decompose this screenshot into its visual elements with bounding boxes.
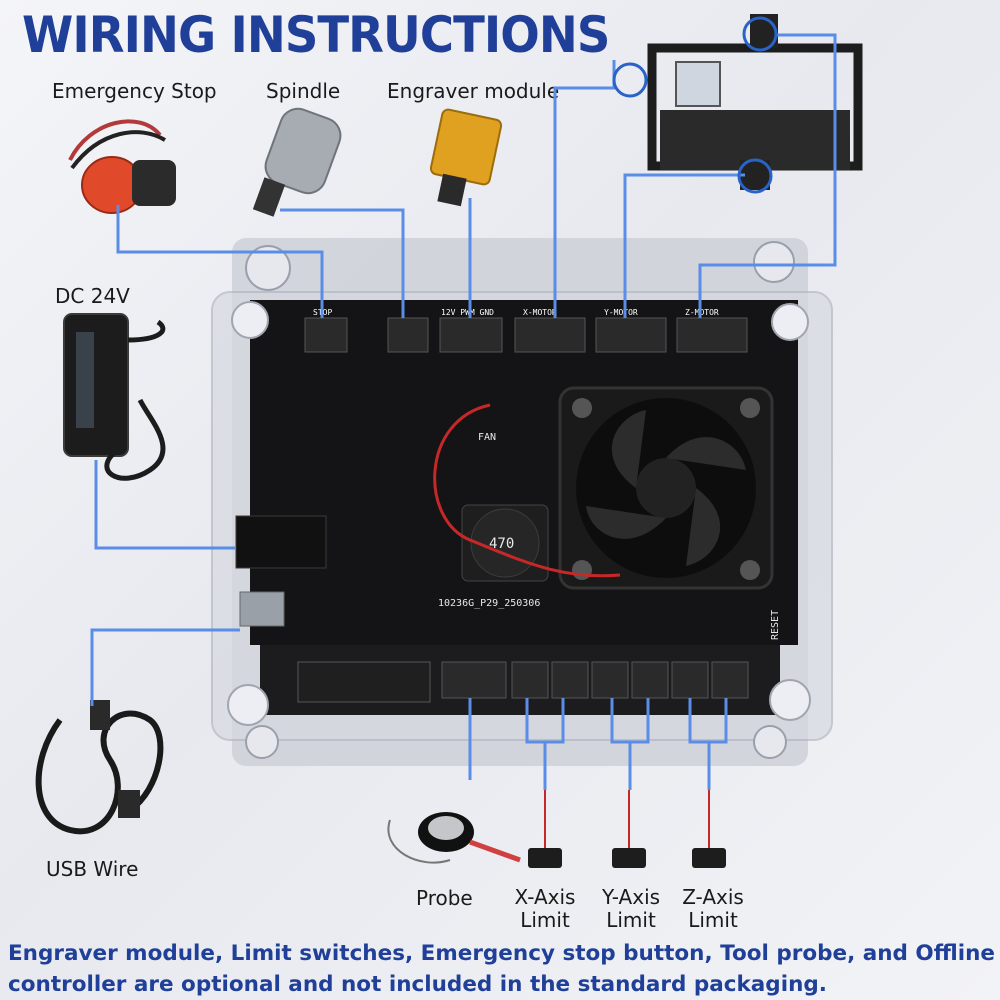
z-motor-highlight (742, 16, 778, 52)
reset-label: RESET (770, 610, 781, 640)
x-motor-highlight (612, 62, 648, 98)
z-axis-limit-label: Z-Axis Limit (682, 885, 744, 932)
board-id-label: 10236G_P29_250306 (438, 598, 540, 609)
probe-image (387, 812, 521, 864)
engraver-module-image (429, 108, 503, 207)
spindle-label: Spindle (266, 79, 341, 103)
laser-connector-label: 12V PWM GND (441, 308, 494, 317)
bottom-connectors (297, 661, 749, 703)
top-connectors (304, 317, 748, 353)
spindle-image (252, 107, 342, 217)
usb-port (239, 591, 285, 627)
inductor-label: 470 (489, 536, 514, 552)
y-motor-highlight (737, 158, 773, 194)
y-axis-limit-label: Y-Axis Limit (601, 885, 661, 932)
wire-usb (90, 628, 240, 706)
wire-y-motor (623, 173, 745, 318)
case-screws (227, 241, 811, 759)
fan-wire (433, 403, 621, 578)
x-motor-connector-label: X-MOTOR (523, 308, 557, 317)
fan-header-label: FAN (478, 432, 496, 443)
connection-wires (90, 33, 837, 790)
page-title: WIRING INSTRUCTIONS (22, 6, 610, 64)
y-motor-connector-label: Y-MOTOR (604, 308, 638, 317)
wire-spindle (280, 208, 405, 318)
probe-label: Probe (416, 886, 473, 910)
optional-parts-note: Engraver module, Limit switches, Emergen… (8, 941, 995, 997)
wire-emergency-stop (116, 205, 324, 318)
wire-z-motor (698, 33, 837, 318)
cooling-fan (558, 386, 774, 590)
usb-cable-image (35, 700, 164, 835)
controller-board: STOP 12V PWM GND X-MOTOR Y-MOTOR Z-MOTOR… (211, 238, 833, 766)
engraver-module-label: Engraver module (387, 79, 560, 103)
emergency-stop-label: Emergency Stop (52, 79, 217, 103)
cnc-machine-image (647, 14, 863, 190)
limit-switch-images (528, 790, 726, 868)
emergency-stop-image (68, 119, 176, 214)
usb-wire-label: USB Wire (46, 857, 139, 881)
power-supply-image (63, 313, 166, 481)
z-motor-connector-label: Z-MOTOR (685, 308, 719, 317)
x-axis-limit-label: X-Axis Limit (514, 885, 576, 932)
power-supply-label: DC 24V (55, 284, 130, 308)
dc-jack (235, 515, 327, 569)
wire-power (94, 460, 236, 550)
